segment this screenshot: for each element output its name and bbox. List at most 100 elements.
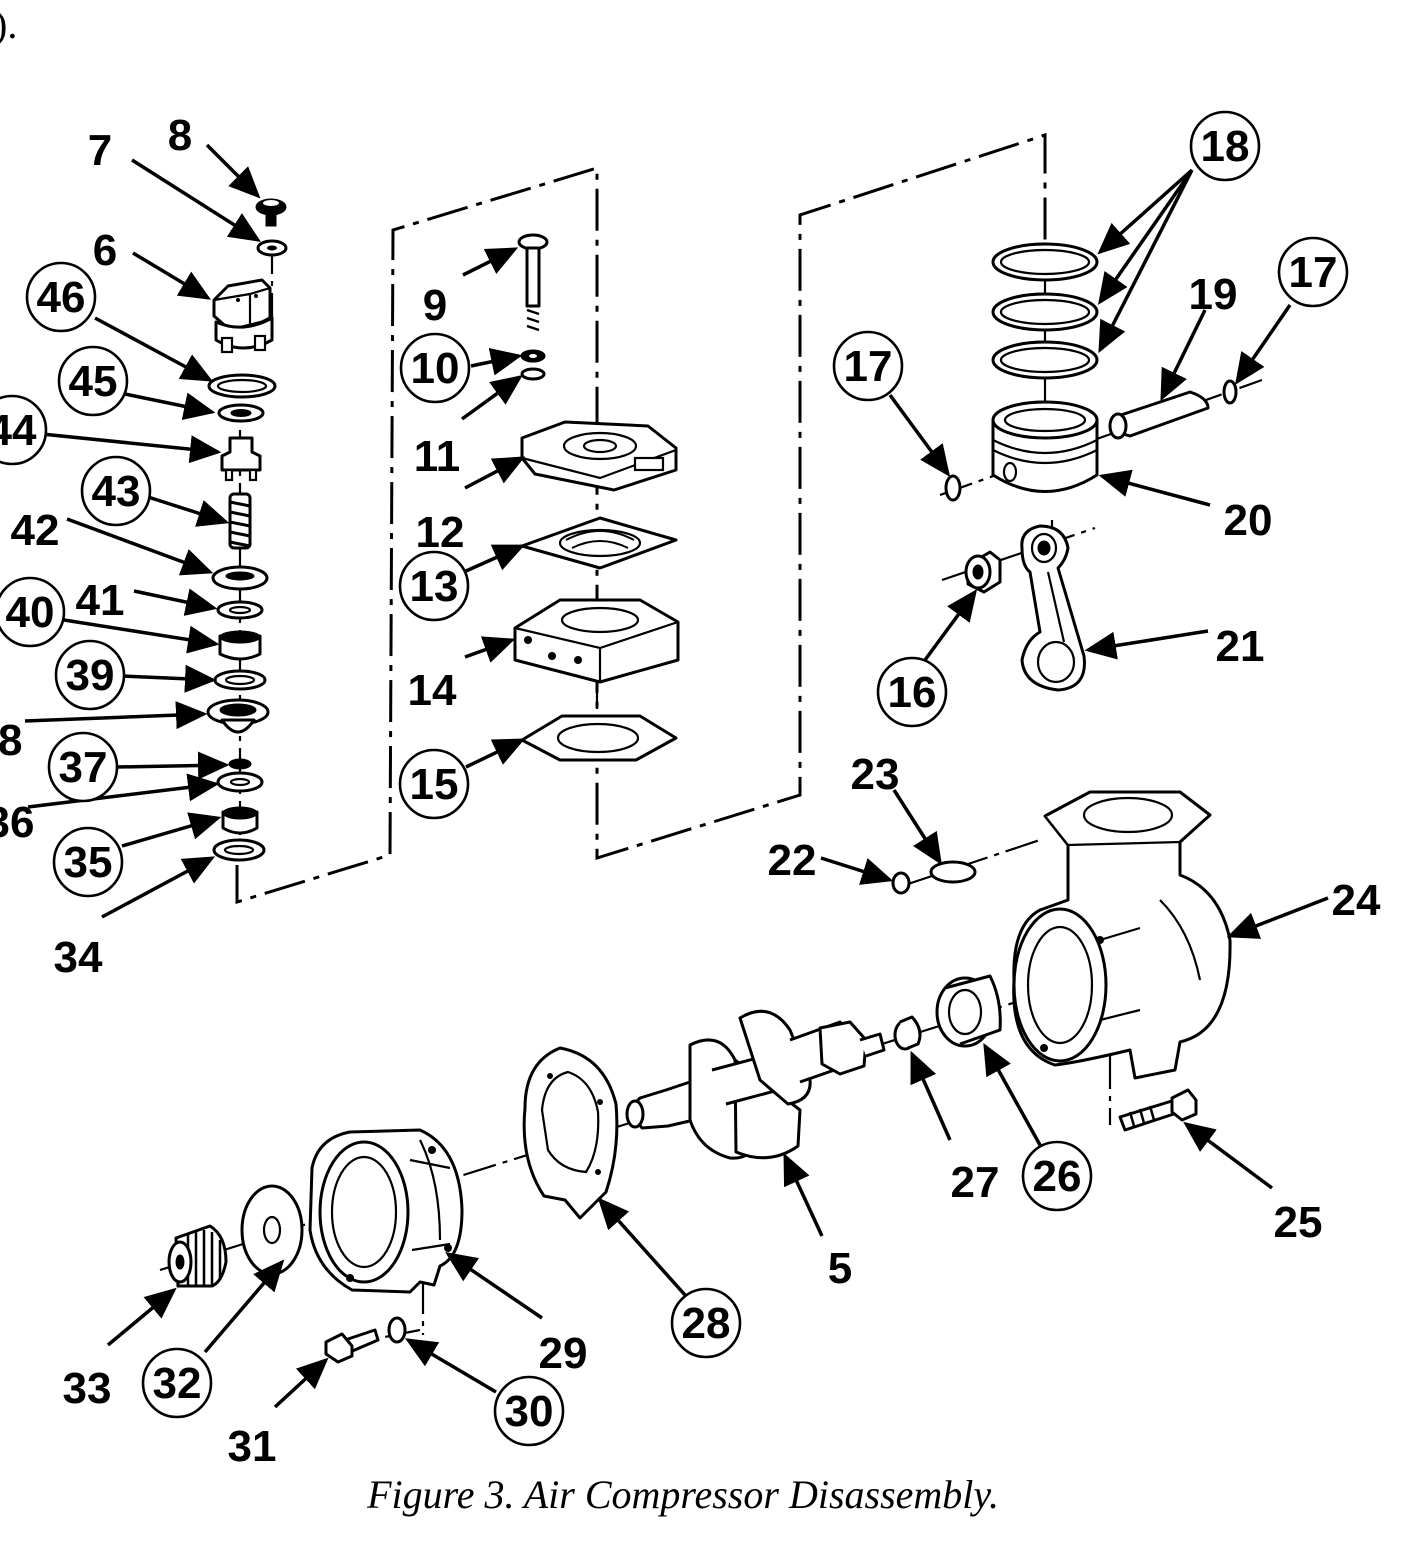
callout-5: 5 xyxy=(828,1244,852,1293)
callout-45: 45 xyxy=(57,345,129,417)
callout-circle xyxy=(670,1287,742,1359)
leader-11 xyxy=(460,374,523,421)
gasket-28 xyxy=(522,1046,619,1220)
callout-circle xyxy=(52,826,124,898)
washer-41 xyxy=(216,600,264,620)
callout-11: 11 xyxy=(414,432,461,481)
callout-number: 20 xyxy=(1224,496,1273,545)
callout-number: 26 xyxy=(1033,1152,1082,1201)
callout-number: 38 xyxy=(0,716,22,765)
part-37 xyxy=(228,758,252,770)
callout-number: 13 xyxy=(410,562,459,611)
cylinder-head-parts xyxy=(513,233,680,762)
callout-26: 26 xyxy=(1021,1140,1093,1212)
callout-circle xyxy=(493,1375,565,1447)
callout-12: 12 xyxy=(416,508,465,557)
callout-40: 40 xyxy=(0,576,66,648)
callout-13: 13 xyxy=(398,550,470,622)
piston-20 xyxy=(991,400,1099,493)
callout-number: 27 xyxy=(951,1158,1000,1207)
callout-number: 42 xyxy=(11,506,60,555)
gasket-15 xyxy=(520,714,678,762)
callout-31: 31 xyxy=(228,1422,277,1471)
leader-18c xyxy=(1098,169,1194,354)
ring-40 xyxy=(218,630,262,661)
lock-washer-10 xyxy=(520,349,546,363)
leader-26 xyxy=(983,1042,1042,1146)
callout-44: 44 xyxy=(0,394,48,466)
callout-number: 8 xyxy=(168,111,192,160)
callout-number: 44 xyxy=(0,406,37,455)
callout-number: 28 xyxy=(682,1299,731,1348)
front-housing-parts xyxy=(167,1046,619,1364)
crankcase-24 xyxy=(1012,790,1232,1080)
callout-17a: 17 xyxy=(832,330,904,402)
leader-37 xyxy=(116,751,230,780)
leader-36 xyxy=(27,773,220,809)
callout-circle xyxy=(0,576,66,648)
callout-20: 20 xyxy=(1224,496,1273,545)
valve-stack-parts xyxy=(206,198,288,862)
leader-27 xyxy=(910,1050,952,1141)
callout-10: 10 xyxy=(399,332,471,404)
callout-number: 21 xyxy=(1216,622,1265,671)
callout-32: 32 xyxy=(141,1347,213,1419)
callout-circle xyxy=(398,550,470,622)
leader-32 xyxy=(203,1259,285,1354)
leader-42 xyxy=(66,517,214,576)
circlip-17-right xyxy=(1222,379,1238,405)
valve-plate-gasket-13 xyxy=(520,516,678,570)
leader-18b xyxy=(1097,168,1194,305)
callout-circle xyxy=(1277,236,1349,308)
callout-number: 24 xyxy=(1332,876,1381,925)
leader-5 xyxy=(783,1152,824,1237)
leader-25 xyxy=(1183,1121,1274,1190)
callout-number: 12 xyxy=(416,508,465,557)
callout-number: 40 xyxy=(6,588,55,637)
leader-20 xyxy=(1098,469,1211,507)
callout-41: 41 xyxy=(76,576,125,625)
bolt-31 xyxy=(324,1328,380,1364)
callout-number: 9 xyxy=(423,281,447,330)
figure-caption: Figure 3. Air Compressor Disassembly. xyxy=(366,1472,999,1517)
bolt-9 xyxy=(517,233,549,332)
callout-35: 35 xyxy=(52,826,124,898)
part-35 xyxy=(221,806,259,835)
callout-circle xyxy=(47,731,119,803)
callout-number: 31 xyxy=(228,1422,277,1471)
piston-pin-19 xyxy=(1108,390,1210,440)
callout-15: 15 xyxy=(398,748,470,820)
callout-number: 25 xyxy=(1274,1198,1323,1247)
callout-23: 23 xyxy=(851,750,900,799)
callout-8a: 8 xyxy=(168,111,192,160)
leader-29 xyxy=(445,1252,543,1320)
callout-28: 28 xyxy=(670,1287,742,1359)
leader-44 xyxy=(31,431,222,464)
cylinder-head-12 xyxy=(520,420,678,492)
callout-number: 41 xyxy=(76,576,125,625)
callout-24: 24 xyxy=(1332,876,1381,925)
callout-16: 16 xyxy=(876,656,948,728)
callout-number: 17 xyxy=(1289,248,1338,297)
callout-circle xyxy=(398,748,470,820)
leader-45 xyxy=(124,392,216,421)
callout-circle xyxy=(876,656,948,728)
callout-7: 7 xyxy=(88,126,112,175)
callout-number: 16 xyxy=(888,668,937,717)
callout-number: 29 xyxy=(539,1329,588,1378)
leader-46 xyxy=(94,316,214,382)
leader-6 xyxy=(132,251,212,300)
callout-number: 39 xyxy=(66,651,115,700)
callout-circle xyxy=(1021,1140,1093,1212)
callout-number: 18 xyxy=(1201,122,1250,171)
spring-43 xyxy=(228,492,252,550)
callout-27: 27 xyxy=(951,1158,1000,1207)
valve-cover-6 xyxy=(212,278,274,354)
callout-circle xyxy=(54,639,126,711)
callout-22: 22 xyxy=(768,836,817,885)
callout-43: 43 xyxy=(80,455,152,527)
leader-14 xyxy=(464,636,516,663)
leader-19 xyxy=(1160,309,1207,402)
